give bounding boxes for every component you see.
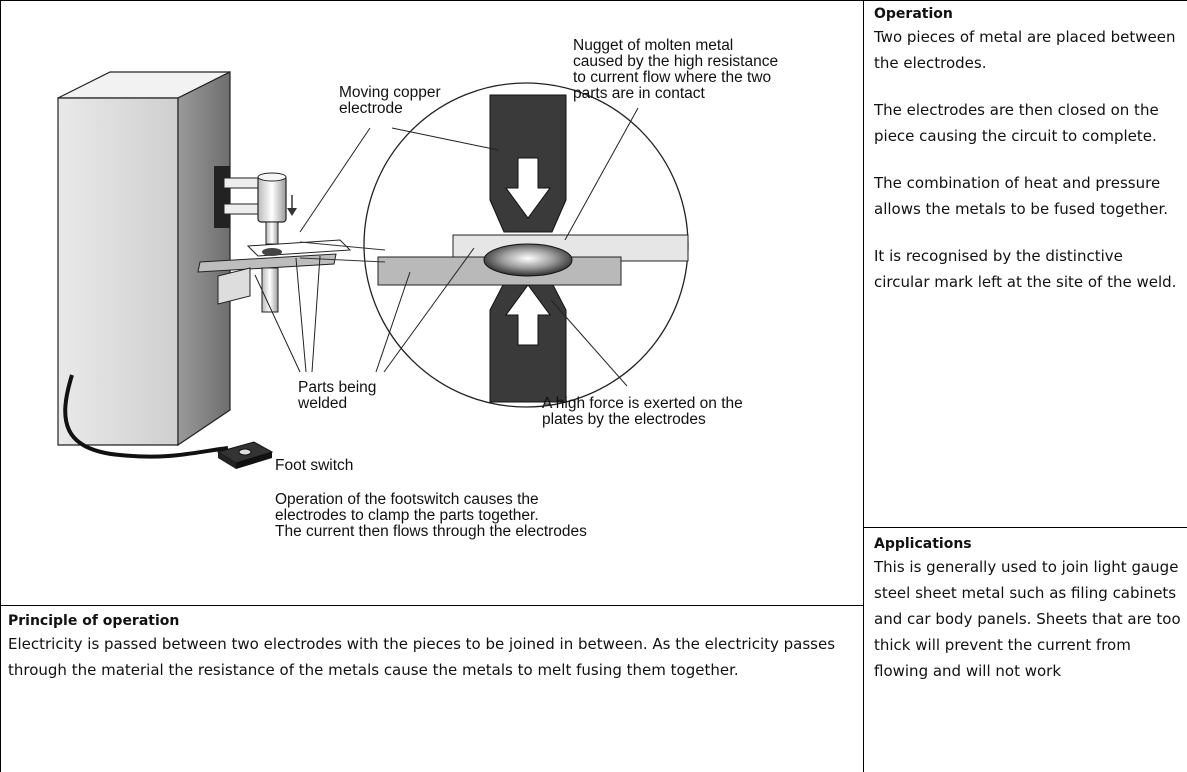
applications-panel: Applications This is generally used to j… [874, 536, 1184, 684]
foot-switch [63, 374, 274, 469]
principle-panel: Principle of operation Electricity is pa… [8, 613, 858, 683]
parts-welded-label: Parts being welded [297, 379, 381, 412]
principle-heading: Principle of operation [8, 613, 180, 629]
column-divider [863, 0, 864, 772]
diagram-bottom-border [0, 605, 864, 606]
operation-heading: Operation [874, 6, 953, 22]
top-border [0, 0, 1187, 1]
applications-text: This is generally used to join light gau… [874, 558, 1181, 680]
operation-paragraph: The electrodes are then closed on the pi… [874, 101, 1159, 145]
spot-welding-diagram: Nugget of molten metal caused by the hig… [57, 37, 782, 540]
nugget-label: Nugget of molten metal caused by the hig… [573, 37, 782, 102]
magnified-view [363, 82, 689, 408]
welding-machine-cabinet [57, 71, 231, 447]
operation-paragraph: It is recognised by the distinctive circ… [874, 247, 1177, 291]
left-border [0, 0, 1, 772]
footswitch-note: Operation of the footswitch causes the e… [275, 491, 587, 540]
principle-text: Electricity is passed between two electr… [8, 635, 836, 679]
moving-electrode-label: Moving copper electrode [339, 84, 445, 117]
magnifier-connectors [299, 241, 386, 263]
operation-paragraph: The combination of heat and pressure all… [874, 174, 1169, 218]
applications-heading: Applications [874, 536, 972, 552]
operation-panel: Operation Two pieces of metal are placed… [874, 6, 1180, 295]
operation-paragraph: Two pieces of metal are placed between t… [874, 28, 1176, 72]
operation-bottom-border [863, 527, 1187, 528]
foot-switch-label: Foot switch [275, 457, 353, 474]
high-force-label: A high force is exerted on the plates by… [542, 395, 747, 428]
leader-lines [254, 107, 639, 387]
